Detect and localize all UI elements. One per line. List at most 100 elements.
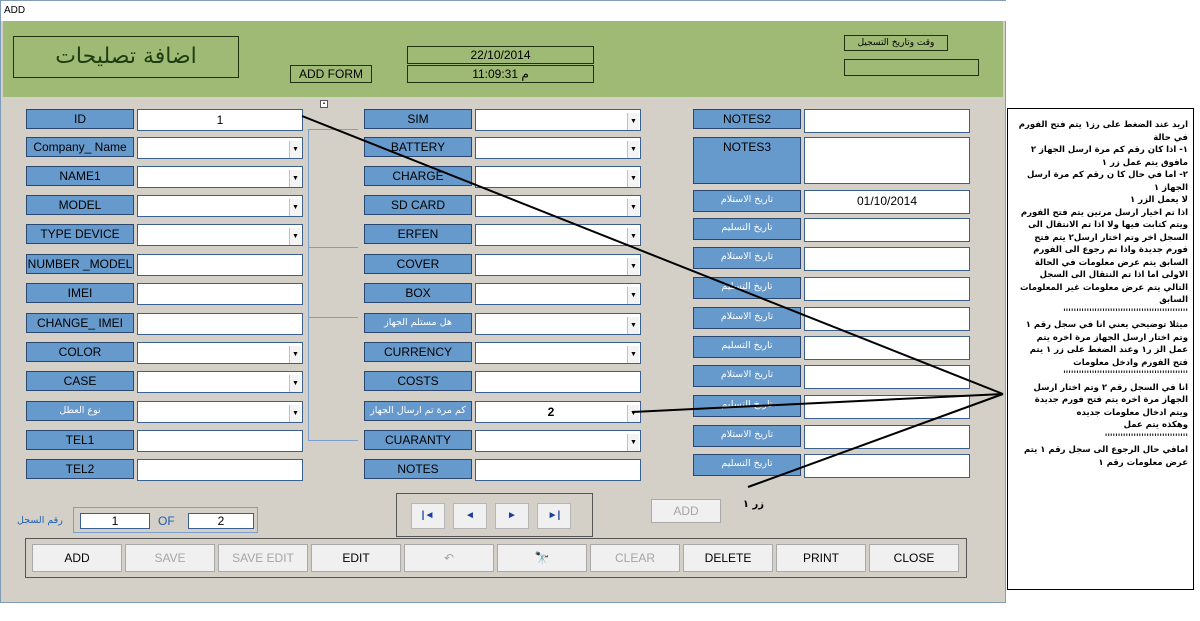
- combo-type-device[interactable]: ▼: [137, 224, 303, 246]
- label-cuaranty: CUARANTY: [364, 430, 472, 450]
- label-field-10: كم مرة تم ارسال الجهاز: [364, 401, 472, 421]
- chevron-down-icon[interactable]: ▼: [627, 113, 639, 130]
- label-field-10: نوع العطل: [26, 401, 134, 421]
- chevron-down-icon[interactable]: ▼: [289, 199, 301, 216]
- input-date-1[interactable]: [804, 218, 970, 242]
- combo-battery[interactable]: ▼: [475, 137, 641, 159]
- input-notes[interactable]: [475, 459, 641, 481]
- input-date-3[interactable]: [804, 277, 970, 301]
- field-value: 2: [547, 405, 555, 419]
- chevron-down-icon[interactable]: ▼: [627, 228, 639, 245]
- small-toggle-icon[interactable]: ▪: [320, 100, 328, 108]
- label-currency: CURRENCY: [364, 342, 472, 362]
- combo-model[interactable]: ▼: [137, 195, 303, 217]
- input-date-4[interactable]: [804, 307, 970, 331]
- save-button[interactable]: SAVE: [125, 544, 215, 572]
- form-title: اضافة تصليحات: [13, 36, 239, 78]
- group-divider: [308, 247, 358, 248]
- undo-button[interactable]: ↶: [404, 544, 494, 572]
- search-button[interactable]: 🔭: [497, 544, 587, 572]
- combo-field-10[interactable]: 2▼: [475, 401, 641, 423]
- chevron-down-icon[interactable]: ▼: [627, 170, 639, 187]
- combo-field-7[interactable]: ▼: [475, 313, 641, 335]
- form-tag: ADD FORM: [290, 65, 372, 83]
- add-small-button[interactable]: ADD: [651, 499, 721, 523]
- label-change-imei: CHANGE_ IMEI: [26, 313, 134, 333]
- close-button[interactable]: CLOSE: [869, 544, 959, 572]
- input-notes3[interactable]: [804, 137, 970, 184]
- prev-record-icon[interactable]: ◄: [453, 503, 487, 529]
- input-number-model[interactable]: [137, 254, 303, 276]
- label-name1: NAME1: [26, 166, 134, 186]
- label-sd-card: SD CARD: [364, 195, 472, 215]
- combo-currency[interactable]: ▼: [475, 342, 641, 364]
- input-change-imei[interactable]: [137, 313, 303, 335]
- chevron-down-icon[interactable]: ▼: [289, 375, 301, 392]
- chevron-down-icon[interactable]: ▼: [289, 228, 301, 245]
- print-button[interactable]: PRINT: [776, 544, 866, 572]
- combo-color[interactable]: ▼: [137, 342, 303, 364]
- chevron-down-icon[interactable]: ▼: [627, 141, 639, 158]
- input-date-2[interactable]: [804, 247, 970, 271]
- input-date-7[interactable]: [804, 395, 970, 419]
- input-imei[interactable]: [137, 283, 303, 305]
- chevron-down-icon[interactable]: ▼: [627, 287, 639, 304]
- combo-name1[interactable]: ▼: [137, 166, 303, 188]
- save-edit-button[interactable]: SAVE EDIT: [218, 544, 308, 572]
- label-number-model: NUMBER _MODEL: [26, 254, 134, 274]
- clear-button[interactable]: CLEAR: [590, 544, 680, 572]
- chevron-down-icon[interactable]: ▼: [627, 346, 639, 363]
- add-button[interactable]: ADD: [32, 544, 122, 572]
- label-date-6: تاريخ الاستلام: [693, 365, 801, 387]
- chevron-down-icon[interactable]: ▼: [289, 405, 301, 422]
- combo-cover[interactable]: ▼: [475, 254, 641, 276]
- chevron-down-icon[interactable]: ▼: [627, 405, 639, 422]
- label-battery: BATTERY: [364, 137, 472, 157]
- chevron-down-icon[interactable]: ▼: [289, 346, 301, 363]
- input-notes2[interactable]: [804, 109, 970, 133]
- combo-box[interactable]: ▼: [475, 283, 641, 305]
- chevron-down-icon[interactable]: ▼: [627, 199, 639, 216]
- input-date-6[interactable]: [804, 365, 970, 389]
- input-date-5[interactable]: [804, 336, 970, 360]
- window-title-bar: ADD: [1, 1, 1007, 21]
- of-label: OF: [158, 514, 175, 528]
- record-counter: 1 OF 2: [73, 507, 258, 533]
- combo-erfen[interactable]: ▼: [475, 224, 641, 246]
- combo-case[interactable]: ▼: [137, 371, 303, 393]
- chevron-down-icon[interactable]: ▼: [289, 141, 301, 158]
- combo-field-10[interactable]: ▼: [137, 401, 303, 423]
- delete-button[interactable]: DELETE: [683, 544, 773, 572]
- current-record-field[interactable]: 1: [80, 513, 150, 529]
- first-record-icon[interactable]: |◄: [411, 503, 445, 529]
- last-record-icon[interactable]: ►|: [537, 503, 571, 529]
- header-band: اضافة تصليحات ADD FORM 22/10/2014 11:09:…: [3, 21, 1003, 97]
- combo-cuaranty[interactable]: ▼: [475, 430, 641, 452]
- label-box: BOX: [364, 283, 472, 303]
- next-record-icon[interactable]: ►: [495, 503, 529, 529]
- label-date-4: تاريخ الاستلام: [693, 307, 801, 329]
- add-small-caption: زر ١: [742, 499, 764, 510]
- combo-company-name[interactable]: ▼: [137, 137, 303, 159]
- input-id[interactable]: 1: [137, 109, 303, 131]
- input-tel2[interactable]: [137, 459, 303, 481]
- chevron-down-icon[interactable]: ▼: [627, 317, 639, 334]
- input-costs[interactable]: [475, 371, 641, 393]
- combo-sim[interactable]: ▼: [475, 109, 641, 131]
- label-field-7: هل مستلم الجهاز: [364, 313, 472, 333]
- chevron-down-icon[interactable]: ▼: [627, 258, 639, 275]
- input-date-0[interactable]: 01/10/2014: [804, 190, 970, 214]
- label-color: COLOR: [26, 342, 134, 362]
- combo-sd-card[interactable]: ▼: [475, 195, 641, 217]
- edit-button[interactable]: EDIT: [311, 544, 401, 572]
- chevron-down-icon[interactable]: ▼: [627, 434, 639, 451]
- chevron-down-icon[interactable]: ▼: [289, 170, 301, 187]
- label-date-7: تاريخ التسليم: [693, 395, 801, 417]
- label-erfen: ERFEN: [364, 224, 472, 244]
- input-date-9[interactable]: [804, 454, 970, 478]
- label-date-8: تاريخ الاستلام: [693, 425, 801, 447]
- combo-charge[interactable]: ▼: [475, 166, 641, 188]
- input-tel1[interactable]: [137, 430, 303, 452]
- input-date-8[interactable]: [804, 425, 970, 449]
- reg-time-value: [844, 59, 979, 76]
